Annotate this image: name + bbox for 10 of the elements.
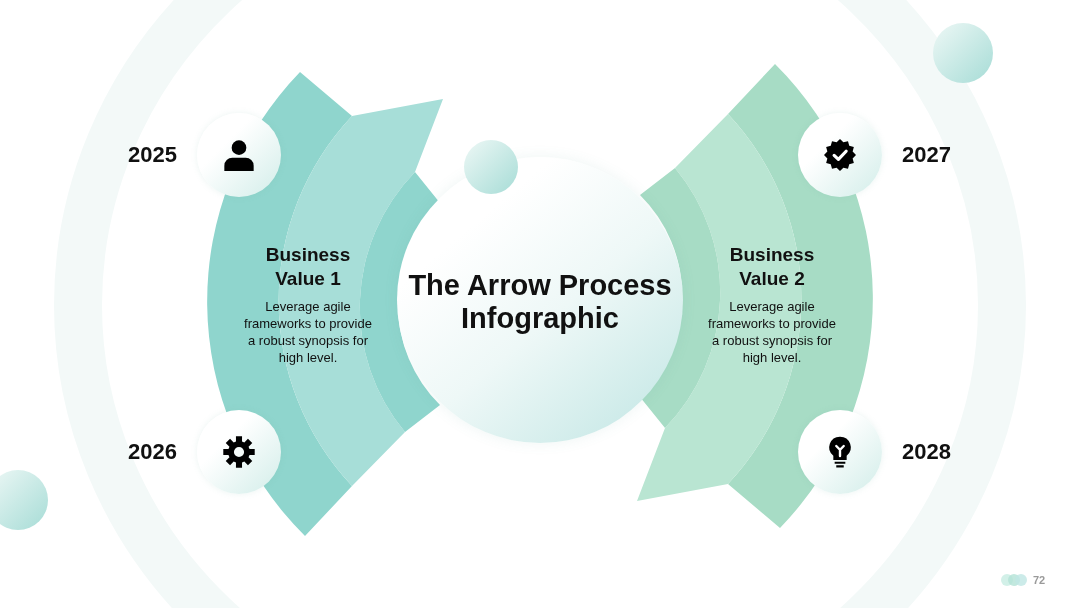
year-label: 2026 (128, 439, 177, 465)
year-label: 2025 (128, 142, 177, 168)
heading-text: Business Value 2 (728, 243, 816, 291)
heading-text: Business Value 1 (264, 243, 352, 291)
title-text: The Arrow Process Infographic (407, 269, 673, 335)
year-label: 2028 (902, 439, 951, 465)
page-number: 72 (1033, 573, 1046, 588)
description-text: Leverage agile frameworks to provide a robust synopsis for high level. (707, 298, 837, 366)
year-label: 2027 (902, 142, 951, 168)
description-text: Leverage agile frameworks to provide a robust synopsis for high level. (243, 298, 373, 366)
